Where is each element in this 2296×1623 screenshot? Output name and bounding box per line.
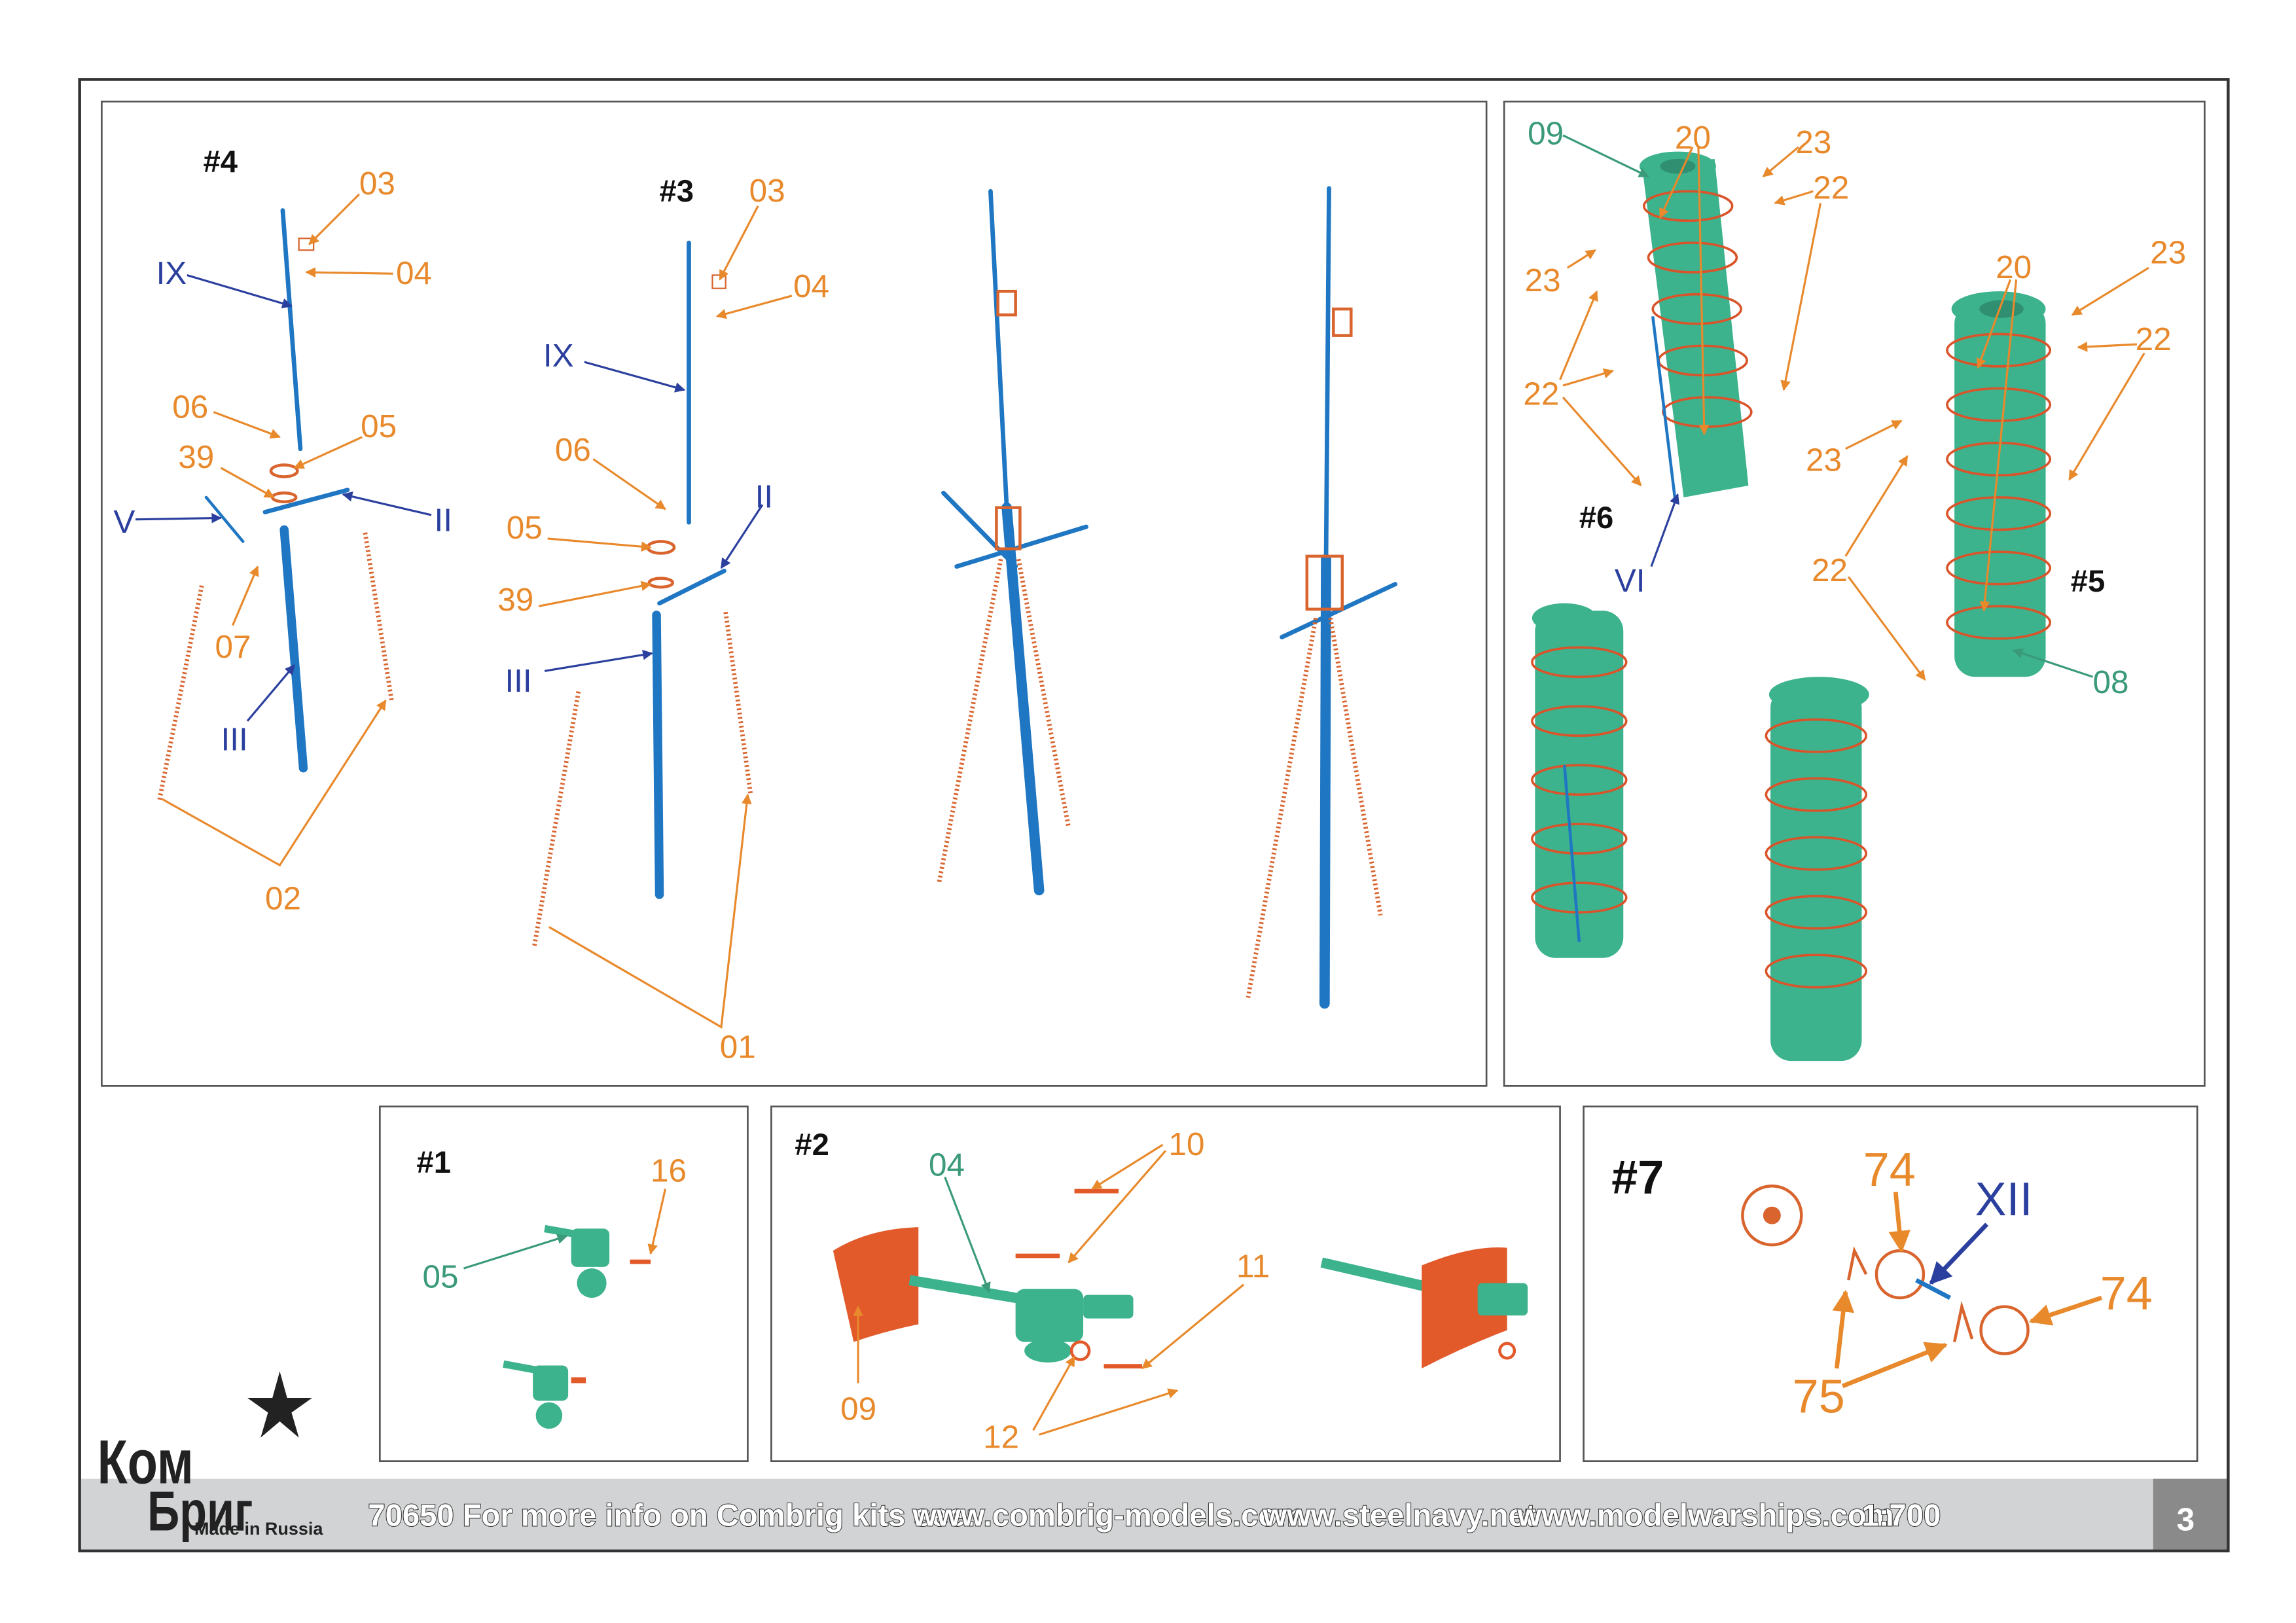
- panel-step-1: #1 16 05: [378, 1105, 749, 1463]
- part-label: 03: [749, 173, 785, 209]
- part-label: 20: [1675, 120, 1711, 156]
- part-label: III: [505, 663, 531, 699]
- footer-info: 70650 For more info on Combrig kits see:: [368, 1499, 976, 1533]
- part-label: 04: [929, 1147, 965, 1183]
- step-7-title: #7: [1611, 1151, 1664, 1204]
- step-3-diagram: #3 03 04 IX 06 05 II 39 III 01: [497, 173, 829, 1065]
- part-label: 75: [1793, 1370, 1845, 1423]
- footer: 70650 For more info on Combrig kits see:…: [81, 1478, 2227, 1550]
- part-label: 39: [497, 582, 533, 618]
- part-label: IX: [156, 255, 187, 291]
- part-label: 20: [1996, 249, 2032, 285]
- part-label: 04: [793, 268, 829, 304]
- step-5-title: #5: [2071, 564, 2106, 599]
- part-label: 06: [555, 432, 591, 468]
- star-icon: [247, 1371, 312, 1438]
- part-label: 74: [1863, 1144, 1916, 1196]
- part-label: II: [755, 479, 773, 515]
- part-label: 74: [2100, 1268, 2153, 1320]
- part-label: 01: [720, 1029, 756, 1065]
- step-4-diagram: #4 03 IX 04 06 05 39 V II 07 III 02: [113, 145, 452, 916]
- page-number: 3: [2177, 1501, 2195, 1537]
- step-6-title: #6: [1579, 501, 1614, 535]
- part-label: 22: [1812, 552, 1848, 588]
- link-combrig[interactable]: www.combrig-models.com: [911, 1498, 1305, 1534]
- part-label: 09: [840, 1391, 876, 1427]
- part-label: 05: [507, 510, 543, 546]
- step-4-title: #4: [204, 145, 238, 179]
- part-label: 23: [1795, 124, 1831, 160]
- part-label: 23: [2150, 234, 2186, 270]
- logo-line1: Ком: [98, 1428, 194, 1497]
- part-label: 06: [172, 389, 208, 425]
- scale-text: 1:700: [1861, 1499, 1941, 1533]
- link-modelwarships[interactable]: www.modelwarships.com: [1516, 1498, 1894, 1534]
- part-label: 22: [1523, 376, 1559, 412]
- part-label: 05: [361, 408, 397, 444]
- logo-tagline: Made in Russia: [194, 1519, 323, 1539]
- funnel-assembled-6: [1531, 603, 1628, 958]
- part-label: 08: [2092, 664, 2128, 700]
- panel-masts: #4 03 IX 04 06 05 39 V II 07 III 02: [101, 100, 1488, 1087]
- panel-step-2: #2 04 10 11 09 12: [770, 1105, 1561, 1463]
- part-label: 09: [1528, 115, 1564, 151]
- part-label: 16: [651, 1152, 687, 1188]
- page-frame: [78, 78, 2230, 1553]
- part-label: V: [113, 504, 135, 540]
- gun-part-05: [503, 1224, 651, 1429]
- part-label: VI: [1615, 563, 1645, 599]
- funnel-assembled-5: [1765, 677, 1869, 1061]
- part-label: 04: [396, 255, 432, 291]
- part-label: 10: [1168, 1126, 1204, 1162]
- wheel-parts: [1741, 1184, 2030, 1355]
- funnel-step5: [1946, 291, 2052, 677]
- gun-assembly: [833, 1188, 1528, 1369]
- link-steelnavy[interactable]: www.steelnavy.net: [1261, 1498, 1536, 1534]
- part-label: II: [435, 503, 452, 539]
- step-2-title: #2: [795, 1128, 829, 1162]
- step-3-title: #3: [660, 174, 694, 209]
- part-label: IX: [543, 338, 574, 374]
- part-label: 22: [1813, 170, 1849, 206]
- step-1-title: #1: [417, 1145, 452, 1180]
- logo-line2: Бриг: [147, 1480, 253, 1543]
- part-label: 03: [359, 166, 395, 202]
- part-label: 05: [423, 1258, 459, 1294]
- part-label: 02: [265, 881, 301, 917]
- part-label: 11: [1236, 1249, 1270, 1285]
- assembled-mast-2: [1246, 186, 1398, 1009]
- part-label: 07: [215, 629, 251, 665]
- assembled-mast-1: [937, 188, 1088, 896]
- part-label: 23: [1806, 442, 1842, 478]
- part-label: III: [221, 722, 247, 758]
- part-label: XII: [1975, 1173, 2033, 1226]
- part-label: 39: [178, 439, 214, 475]
- part-label: 22: [2136, 321, 2172, 357]
- panel-step-7: #7 74 XII 74 75: [1583, 1105, 2198, 1463]
- combrig-logo: Ком Бриг Made in Russia: [98, 1371, 323, 1543]
- panel-funnels: 09 20 23 22 23 22 #6 VI 20 23 22 23 22 #…: [1503, 100, 2206, 1087]
- part-label: 12: [983, 1419, 1019, 1455]
- part-label: 23: [1525, 262, 1561, 298]
